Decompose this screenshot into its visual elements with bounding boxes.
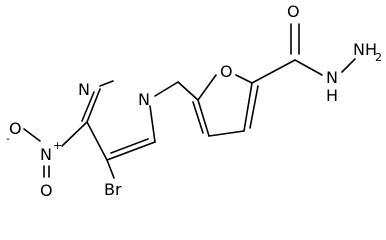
furan-ring [192,74,259,137]
bond-c4-c3 [208,130,245,137]
nitro-minus-charge: - [6,132,10,145]
atom-n-nitro: N [40,145,52,164]
atom-n-ring-right: N [78,80,90,99]
atom-n-ring-top: N [138,90,150,109]
bond-c5-c4 [243,82,253,132]
bond-o1-c5 [235,74,253,84]
nitro-plus-charge: + [53,139,62,152]
bond-n1-n2 [99,80,114,87]
bond-nh-nh2 [341,58,356,73]
bond-c3-c2 [197,99,210,137]
bond-c4-c5 [106,141,156,161]
atom-n-hydrazide: N [326,68,338,87]
atom-bromine: Br [104,180,122,199]
atom-o-carbonyl: O [287,2,300,21]
bond-c3-c4 [86,121,108,161]
atom-o-nitro-top: O [9,119,22,138]
atom-o-nitro-bottom: O [40,181,53,200]
bond-n1-ch2 [154,81,179,97]
bond-nnitro-otop [23,128,41,142]
pyrazole-ring [81,80,156,161]
bond-carbonyl-nh [294,59,323,76]
atom-nh2: NH [353,40,377,59]
bond-n1-c3 [86,88,101,123]
nitro-group [23,121,88,178]
bond-c4-c5-double [110,138,149,154]
bond-c4-br [106,159,115,179]
bond-furan-carbonyl [251,59,296,84]
bond-c3-nnitro [61,121,88,147]
bond-c5-n1 [149,105,156,143]
methylene-linker [154,81,199,101]
molecule-structure: N N N + O - O Br O O N H NH 2 [6,2,382,200]
bond-n1-c3-double [81,91,95,122]
bond-c3-c2-double [192,101,204,134]
atom-h-hydrazide: H [326,86,338,105]
atom-nh2-subscript: 2 [375,51,382,64]
atom-o-furan: O [220,62,233,81]
bond-c2-o1 [197,74,217,101]
bond-c5-c4-double [249,85,259,129]
bond-ch2-furan [177,81,199,101]
carbohydrazide-group [251,23,356,84]
